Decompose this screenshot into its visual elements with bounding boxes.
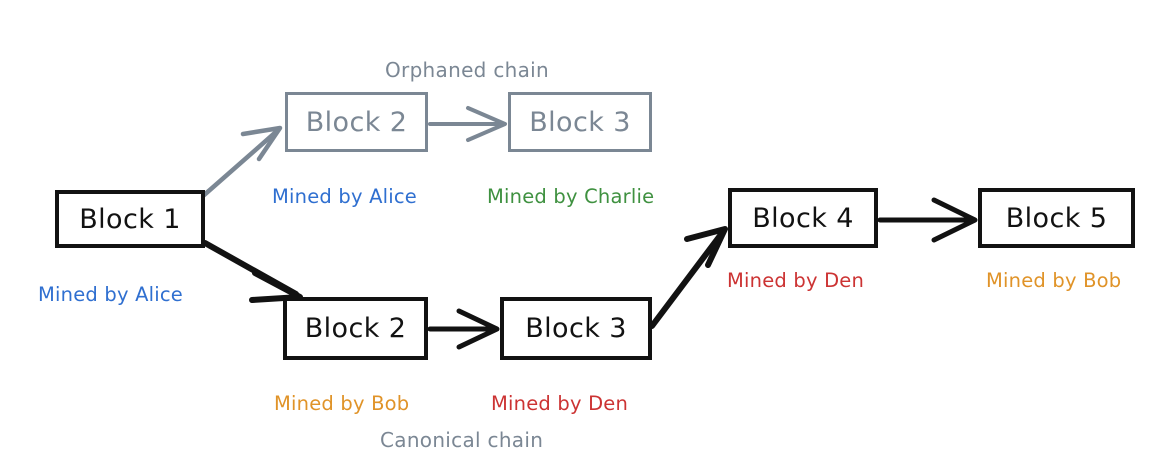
arrow-canonical3-to-block4 xyxy=(649,226,728,329)
block-label: Block 4 xyxy=(752,202,854,234)
block-node-canonical-block-5[interactable]: Block 5 xyxy=(978,188,1135,248)
arrow-block4-to-block5 xyxy=(877,197,978,243)
arrow-block1-to-orphan2 xyxy=(200,125,283,199)
block-node-orphan-block-3[interactable]: Block 3 xyxy=(508,92,652,152)
miner-label-canonical-block-3: Mined by Den xyxy=(491,392,629,415)
block-label: Block 5 xyxy=(1005,202,1108,234)
miner-label-orphan-block-2: Mined by Alice xyxy=(272,185,417,208)
block-label: Block 2 xyxy=(304,313,407,344)
miner-label-block-1: Mined by Alice xyxy=(38,283,183,306)
block-node-canonical-block-3[interactable]: Block 3 xyxy=(500,297,652,360)
arrow-orphan2-to-orphan3 xyxy=(428,106,507,142)
miner-label-canonical-block-2: Mined by Bob xyxy=(274,392,410,415)
caption-orphaned-chain: Orphaned chain xyxy=(385,58,549,82)
miner-label-canonical-block-4: Mined by Den xyxy=(727,269,865,292)
block-node-canonical-block-4[interactable]: Block 4 xyxy=(728,188,878,248)
block-label: Block 2 xyxy=(305,106,408,138)
arrow-canonical2-to-canonical3 xyxy=(427,308,500,350)
arrow-block1-to-canonical2 xyxy=(202,240,303,303)
miner-label-canonical-block-5: Mined by Bob xyxy=(986,269,1122,292)
miner-label-orphan-block-3: Mined by Charlie xyxy=(487,185,655,208)
block-node-canonical-block-2[interactable]: Block 2 xyxy=(283,297,428,360)
block-node-block-1[interactable]: Block 1 xyxy=(55,190,205,248)
block-node-orphan-block-2[interactable]: Block 2 xyxy=(285,92,428,152)
block-label: Block 3 xyxy=(529,106,631,138)
block-label: Block 1 xyxy=(79,203,181,235)
block-label: Block 3 xyxy=(525,313,627,344)
caption-canonical-chain: Canonical chain xyxy=(380,428,544,452)
